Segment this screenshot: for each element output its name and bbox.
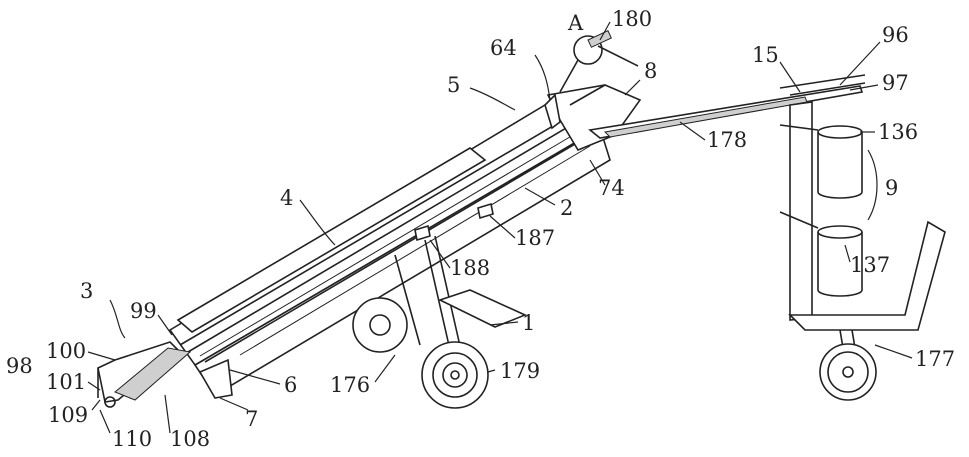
label-7: 7 <box>245 407 258 431</box>
right-frame <box>780 102 945 360</box>
label-9: 9 <box>885 176 898 200</box>
label-188: 188 <box>450 256 490 280</box>
label-6: 6 <box>284 373 297 397</box>
label-4: 4 <box>280 186 293 210</box>
feed-tray <box>98 342 190 407</box>
label-179: 179 <box>500 359 540 383</box>
label-176: 176 <box>330 373 370 397</box>
label-3: 3 <box>80 279 93 303</box>
wheel-176 <box>353 298 407 352</box>
label-74: 74 <box>598 176 625 200</box>
crank-handle <box>560 31 638 92</box>
label-177: 177 <box>915 347 955 371</box>
wheel-177 <box>820 344 876 400</box>
label-110: 110 <box>112 427 152 451</box>
label-100: 100 <box>46 339 86 363</box>
label-5: 5 <box>447 73 460 97</box>
label-180: 180 <box>612 7 652 31</box>
label-109: 109 <box>48 403 88 427</box>
label-15: 15 <box>752 43 779 67</box>
label-108: 108 <box>170 427 210 451</box>
label-8: 8 <box>644 59 657 83</box>
label-96: 96 <box>882 23 909 47</box>
wheel-179 <box>422 342 488 408</box>
conveyor-body <box>170 105 610 398</box>
label-137: 137 <box>850 253 890 277</box>
label-97: 97 <box>882 71 909 95</box>
label-1: 1 <box>522 311 535 335</box>
label-99: 99 <box>130 299 157 323</box>
label-98: 98 <box>6 354 33 378</box>
label-178: 178 <box>707 128 747 152</box>
label-A: A <box>567 11 584 35</box>
label-2: 2 <box>560 196 573 220</box>
label-64: 64 <box>490 36 517 60</box>
label-136: 136 <box>878 120 918 144</box>
label-101: 101 <box>46 370 86 394</box>
label-187: 187 <box>515 226 555 250</box>
